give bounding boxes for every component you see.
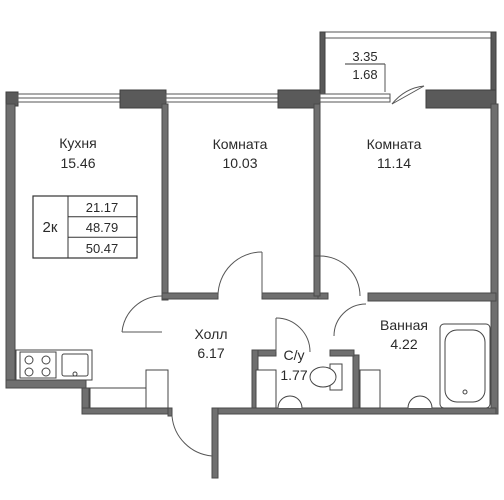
room1-name: Комната: [213, 136, 268, 152]
balcony-area-reduced: 1.68: [352, 67, 377, 82]
room1-area: 10.03: [222, 155, 257, 171]
burner-icon: [24, 367, 34, 377]
burner-icon: [41, 367, 51, 377]
burner-icon: [24, 355, 34, 365]
burner-icon: [41, 355, 51, 365]
balcony-area-full: 3.35: [352, 49, 377, 64]
kitchen-area: 15.46: [60, 155, 95, 171]
kitchen-fixtures: [15, 349, 93, 381]
bath-sink-icon: [407, 395, 433, 409]
summary-box: 2к 21.17 48.79 50.47: [32, 195, 138, 259]
kitchen-counter: [89, 387, 147, 409]
wc-area: 1.77: [280, 367, 307, 383]
wc-fixtures: [255, 363, 343, 409]
total-with-balcony-area: 50.47: [86, 241, 119, 256]
living-area: 21.17: [86, 200, 119, 215]
hall-cabinet: [145, 369, 169, 409]
bath-name: Ванная: [380, 317, 428, 333]
left-wall: [5, 103, 16, 389]
bath-area: 4.22: [390, 336, 417, 352]
total-area: 48.79: [86, 220, 119, 235]
bath-fixtures: [359, 323, 491, 409]
hall-area: 6.17: [197, 345, 224, 361]
apartment-type: 2к: [43, 219, 58, 236]
room2-area: 11.14: [377, 155, 411, 171]
door-swings: [121, 251, 367, 457]
wc-name: С/у: [284, 347, 305, 363]
bottom-walls: [5, 379, 497, 479]
wc-sink-icon: [277, 395, 303, 409]
room2-name: Комната: [367, 136, 422, 152]
right-wall: [490, 103, 499, 415]
top-wall: [5, 85, 497, 109]
toilet-icon: [309, 366, 337, 388]
balcony: 3.35 1.68: [319, 31, 497, 95]
kitchen-name: Кухня: [59, 135, 96, 151]
hall-name: Холл: [195, 326, 228, 342]
